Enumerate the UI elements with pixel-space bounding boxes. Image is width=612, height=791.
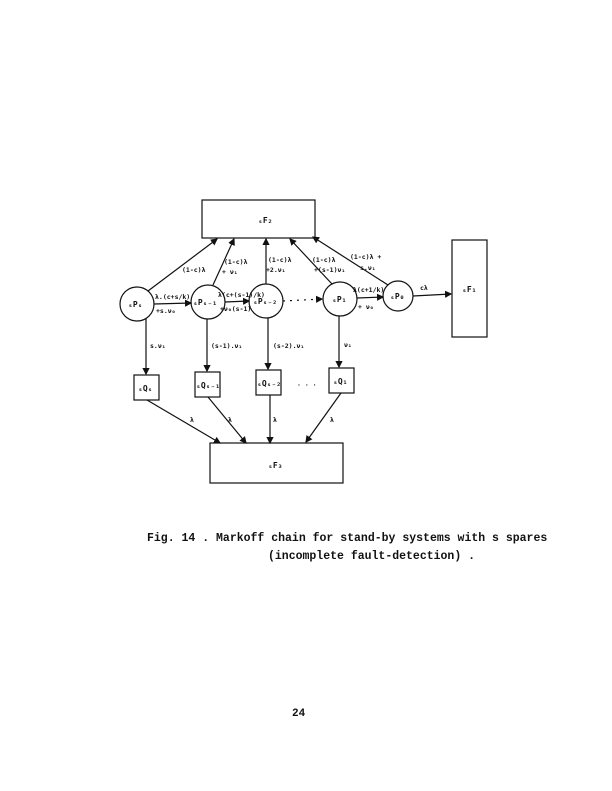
edge-label: (1-c)λ xyxy=(268,256,292,264)
edge-label: +ν₀(s-1) xyxy=(220,305,251,313)
edge-label: (1-c)λ xyxy=(182,266,206,274)
edge-P0-F2 xyxy=(311,236,389,286)
edge-label: (s-1).ν₁ xyxy=(211,342,242,350)
edge-label: λ.(c+s/k) xyxy=(155,293,190,301)
edge-Qs1-F3 xyxy=(207,396,247,444)
edge-label: + ν₁ xyxy=(222,268,238,276)
edge-label: +(s-1)ν₁ xyxy=(314,266,345,274)
label-Qs-1: ₛQₛ₋₁ xyxy=(196,381,220,390)
edge-label: λ xyxy=(330,416,334,424)
edge-label: +s.ν₀ xyxy=(156,307,176,315)
edge-label: ν₁ xyxy=(344,341,352,349)
edge-label: +2.ν₁ xyxy=(266,266,286,274)
label-P0: ₛP₀ xyxy=(390,292,404,301)
edge-label: (1-c)λ xyxy=(224,258,248,266)
edge-label: cλ xyxy=(420,284,428,292)
label-Ps-2: ₛPₛ₋₂ xyxy=(253,297,277,306)
label-P1: ₛP₁ xyxy=(332,295,346,304)
edge-P0-F1 xyxy=(412,290,453,298)
edge-label: λ xyxy=(190,416,194,424)
state-box-F2 xyxy=(201,199,316,239)
state-box-F3 xyxy=(209,442,344,484)
edge-Ps-F2 xyxy=(147,238,218,292)
edge-label: (1-c)λ xyxy=(312,256,336,264)
label-F2: ₛF₂ xyxy=(258,216,272,225)
edge-Ps2-P1 xyxy=(282,295,324,303)
figure-caption-line1: Fig. 14 . Markoff chain for stand-by sys… xyxy=(147,532,548,545)
edge-label: λ(c+(s-1)/k) xyxy=(218,291,265,299)
edge-label: λ xyxy=(273,416,277,424)
edge-label: s.ν₁ xyxy=(150,342,166,350)
edge-label: λ(c+1/k) xyxy=(353,286,384,294)
edge-label: λ xyxy=(228,416,232,424)
edge-Ps1-Ps2 xyxy=(224,297,251,305)
edge-P1-P0 xyxy=(356,293,385,301)
edge-label: s.ν₁ xyxy=(360,264,376,272)
ellipsis: · · · xyxy=(297,381,317,389)
label-Qs: ₛQₛ xyxy=(138,384,152,393)
state-box-F1 xyxy=(451,239,488,338)
page-number: 24 xyxy=(292,708,306,720)
edge-Ps1-F2 xyxy=(212,237,235,286)
edge-Q1-F3 xyxy=(305,392,342,443)
edge-P1-F2 xyxy=(289,238,333,285)
edge-label: (s-2).ν₁ xyxy=(273,342,304,350)
label-Ps: ₛPₛ xyxy=(128,300,142,309)
edge-label: (1-c)λ + xyxy=(350,253,381,261)
label-Ps-1: ₛPₛ₋₁ xyxy=(193,298,217,307)
figure-caption-line2: (incomplete fault-detection) . xyxy=(268,550,476,563)
edge-Ps-Ps1 xyxy=(153,299,193,307)
edge-label: + ν₀ xyxy=(358,303,374,311)
label-Qs-2: ₛQₛ₋₂ xyxy=(257,379,281,388)
label-F3: ₛF₃ xyxy=(268,461,282,470)
label-F1: ₛF₁ xyxy=(462,285,476,294)
edge-Qs-F3 xyxy=(146,399,222,444)
label-Q1: ₛQ₁ xyxy=(333,377,347,386)
